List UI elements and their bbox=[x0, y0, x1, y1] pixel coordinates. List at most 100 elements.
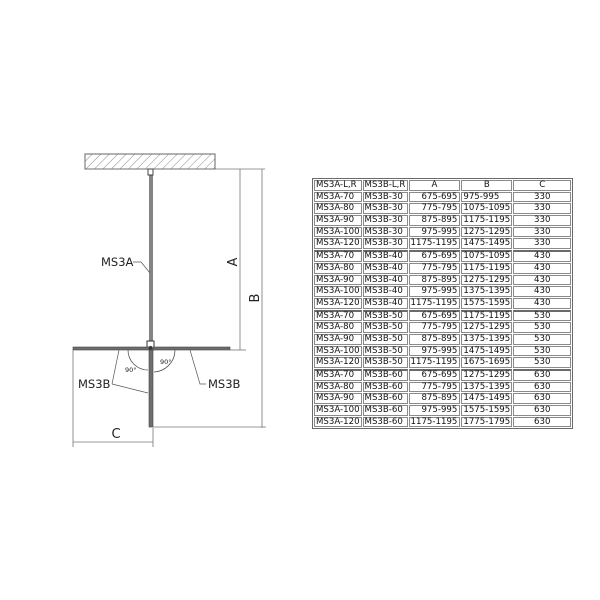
cell-c: 530 bbox=[513, 357, 572, 368]
ceiling-mount-bracket bbox=[147, 168, 154, 176]
cell-b: 1275-1295 bbox=[461, 226, 513, 238]
callout-leader-ms3b-right bbox=[189, 349, 206, 385]
cell-ms3b: MS3B-60 bbox=[362, 381, 408, 393]
cell-ms3b: MS3B-50 bbox=[362, 345, 408, 357]
cell-b: 1475-1495 bbox=[461, 238, 513, 250]
cell-b: 1175-1195 bbox=[461, 215, 513, 226]
callout-label-ms3b-left: MS3B bbox=[78, 377, 111, 391]
header-b: B bbox=[461, 180, 513, 191]
dimension-label-a: A bbox=[226, 257, 241, 266]
cell-a: 875-895 bbox=[408, 274, 461, 286]
cell-ms3b: MS3B-60 bbox=[362, 416, 408, 428]
cell-b: 1075-1095 bbox=[461, 250, 513, 262]
cell-b: 1375-1395 bbox=[461, 286, 513, 297]
header-a: A bbox=[408, 180, 461, 191]
cell-b: 1075-1095 bbox=[461, 203, 513, 215]
cell-ms3b: MS3B-30 bbox=[362, 226, 408, 238]
cell-a: 1175-1195 bbox=[408, 416, 461, 428]
cell-c: 630 bbox=[513, 393, 572, 405]
cell-a: 775-795 bbox=[408, 203, 461, 215]
header-ms3b: MS3B-L,R bbox=[362, 180, 408, 191]
cell-a: 975-995 bbox=[408, 405, 461, 416]
angle-label-right: 90° bbox=[160, 358, 172, 366]
cell-ms3a: MS3A-100 bbox=[314, 226, 362, 238]
cell-ms3a: MS3A-70 bbox=[314, 309, 362, 322]
cell-b: 1175-1195 bbox=[461, 262, 513, 274]
cell-ms3b: MS3B-30 bbox=[362, 191, 408, 203]
cell-c: 630 bbox=[513, 381, 572, 393]
cell-b: 1475-1495 bbox=[461, 345, 513, 357]
cell-a: 1175-1195 bbox=[408, 238, 461, 250]
cell-a: 775-795 bbox=[408, 262, 461, 274]
cell-a: 975-995 bbox=[408, 226, 461, 238]
cell-a: 675-695 bbox=[408, 369, 461, 381]
cell-ms3b: MS3B-30 bbox=[362, 238, 408, 250]
angle-label-left: 90° bbox=[125, 366, 137, 374]
panel-ms3b-left bbox=[72, 346, 150, 351]
cell-ms3a: MS3A-100 bbox=[314, 345, 362, 357]
cell-ms3b: MS3B-60 bbox=[362, 393, 408, 405]
cell-b: 975-995 bbox=[461, 191, 513, 203]
cell-a: 675-695 bbox=[408, 250, 461, 262]
cell-ms3b: MS3B-40 bbox=[362, 262, 408, 274]
cell-a: 1175-1195 bbox=[408, 297, 461, 309]
panel-ms3b-vertical bbox=[148, 349, 154, 428]
angle-arc-right bbox=[153, 349, 176, 373]
cell-c: 630 bbox=[513, 369, 572, 381]
cell-ms3a: MS3A-100 bbox=[314, 286, 362, 297]
cell-c: 630 bbox=[513, 416, 572, 428]
cell-b: 1375-1395 bbox=[461, 381, 513, 393]
header-c: C bbox=[513, 180, 572, 191]
junction-connector bbox=[146, 340, 155, 350]
cell-b: 1575-1595 bbox=[461, 297, 513, 309]
panel-ms3b-right bbox=[152, 346, 231, 351]
cell-b: 1275-1295 bbox=[461, 322, 513, 333]
cell-ms3a: MS3A-100 bbox=[314, 405, 362, 416]
cell-ms3a: MS3A-70 bbox=[314, 250, 362, 262]
cell-b: 1475-1495 bbox=[461, 393, 513, 405]
dimension-label-b: B bbox=[248, 294, 263, 303]
cell-ms3a: MS3A-120 bbox=[314, 416, 362, 428]
table-header-row: MS3A-L,R MS3B-L,R A B C bbox=[314, 180, 572, 191]
cell-ms3a: MS3A-70 bbox=[314, 369, 362, 381]
cell-c: 530 bbox=[513, 333, 572, 345]
cell-b: 1575-1595 bbox=[461, 405, 513, 416]
cell-c: 330 bbox=[513, 238, 572, 250]
cell-ms3a: MS3A-120 bbox=[314, 297, 362, 309]
cell-a: 875-895 bbox=[408, 393, 461, 405]
cell-ms3b: MS3B-50 bbox=[362, 309, 408, 322]
cell-ms3a: MS3A-70 bbox=[314, 191, 362, 203]
cell-c: 430 bbox=[513, 262, 572, 274]
cell-ms3a: MS3A-90 bbox=[314, 274, 362, 286]
callout-label-ms3a: MS3A bbox=[101, 255, 134, 269]
cell-ms3b: MS3B-60 bbox=[362, 405, 408, 416]
cell-b: 1775-1795 bbox=[461, 416, 513, 428]
cell-ms3a: MS3A-80 bbox=[314, 203, 362, 215]
cell-a: 875-895 bbox=[408, 215, 461, 226]
dimension-b bbox=[153, 169, 266, 428]
dimension-label-c: C bbox=[111, 427, 120, 442]
cell-c: 330 bbox=[513, 215, 572, 226]
callout-leader-ms3b-left-2 bbox=[111, 349, 120, 385]
cell-ms3b: MS3B-40 bbox=[362, 250, 408, 262]
callout-label-ms3b-right: MS3B bbox=[208, 377, 241, 391]
cell-a: 675-695 bbox=[408, 309, 461, 322]
cell-b: 1375-1395 bbox=[461, 333, 513, 345]
cell-c: 430 bbox=[513, 297, 572, 309]
cell-a: 775-795 bbox=[408, 381, 461, 393]
cell-a: 975-995 bbox=[408, 286, 461, 297]
